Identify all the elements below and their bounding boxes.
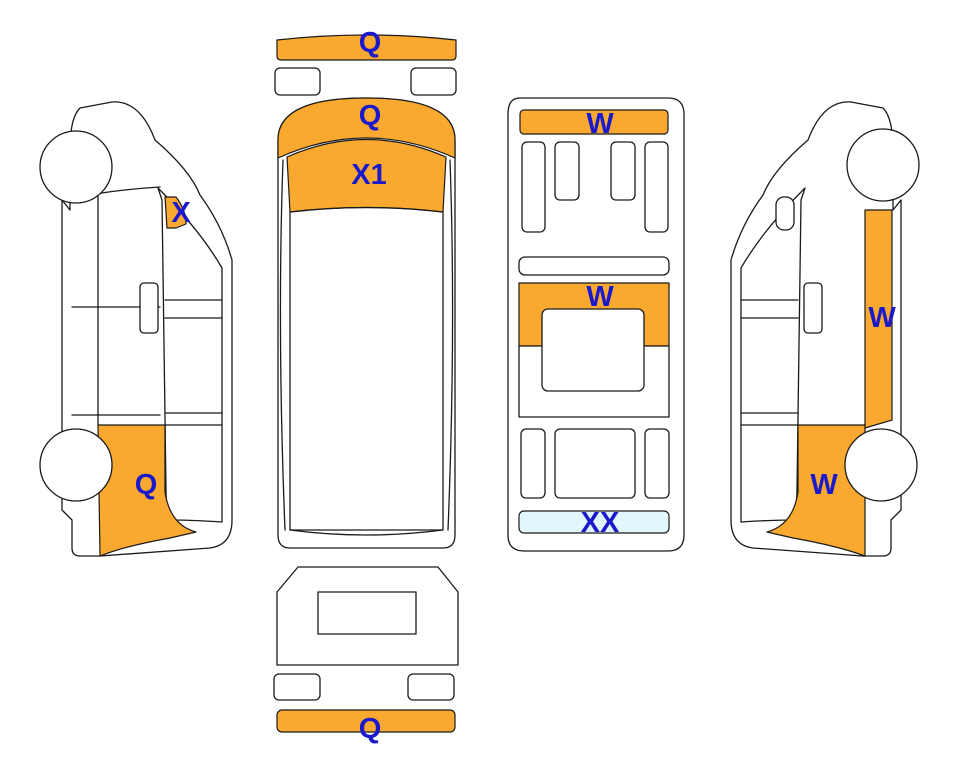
- right-rear-wheel: [844, 428, 918, 502]
- floor-view: W W XX: [507, 97, 685, 552]
- rear-bumper-code: Q: [359, 713, 382, 745]
- front-seat-right: [644, 141, 669, 233]
- floor-front-code: W: [586, 108, 614, 140]
- rear-door-line: [289, 529, 444, 536]
- left-front-wheel: [39, 130, 113, 204]
- tail-light-left: [273, 673, 321, 701]
- rear-view: [276, 566, 459, 666]
- front-bumper-region[interactable]: [276, 34, 457, 61]
- left-front-wing-code: Q: [135, 469, 158, 501]
- tail-light-right: [407, 673, 455, 701]
- bonnet-code: Q: [359, 100, 382, 132]
- front-bumper-code: Q: [359, 27, 382, 59]
- left-front-wing-region[interactable]: [97, 424, 197, 557]
- rear-window: [317, 591, 417, 635]
- front-seat-center-right: [610, 141, 636, 201]
- left-a-pillar-region[interactable]: [164, 196, 187, 229]
- top-view: Q X1: [277, 97, 456, 549]
- right-rocker-region[interactable]: [864, 209, 893, 429]
- right-rocker-code: W: [868, 302, 896, 334]
- left-door-handle: [139, 282, 159, 334]
- right-rear-wing-region[interactable]: [766, 424, 866, 557]
- left-rear-wheel: [39, 428, 113, 502]
- left-side-view: X Q: [39, 101, 233, 557]
- right-mirror: [775, 196, 795, 231]
- floor-crossmember: [518, 256, 670, 276]
- floor-middle-code: W: [586, 281, 614, 313]
- rear-seat-right: [644, 428, 670, 499]
- front-seat-left: [521, 141, 546, 233]
- right-rear-wing-code: W: [810, 469, 838, 501]
- right-sill-upper: [740, 412, 799, 426]
- floor-rear-region[interactable]: [518, 510, 670, 534]
- floor-front-region[interactable]: [519, 109, 669, 135]
- bonnet-region[interactable]: [277, 97, 456, 159]
- rear-seat-center: [554, 428, 636, 499]
- floor-center-panel: [541, 308, 645, 392]
- roof-rail-right: [447, 159, 454, 531]
- front-seat-center-left: [554, 141, 580, 201]
- floor-rear-code: XX: [581, 507, 620, 539]
- rear-seat-left: [520, 428, 546, 499]
- headlight-left: [274, 67, 321, 96]
- left-sill-upper: [164, 317, 223, 426]
- right-beltline: [740, 299, 799, 319]
- rear-bumper-region[interactable]: [276, 709, 456, 733]
- left-a-pillar-code: X: [171, 197, 191, 229]
- headlight-right: [410, 67, 457, 96]
- right-side-view: W W: [730, 101, 920, 557]
- right-door-handle: [803, 282, 823, 334]
- roof-panel: [289, 206, 444, 531]
- right-front-wheel: [846, 128, 920, 202]
- windscreen-code: X1: [351, 159, 386, 191]
- roof-rail-left: [279, 159, 286, 531]
